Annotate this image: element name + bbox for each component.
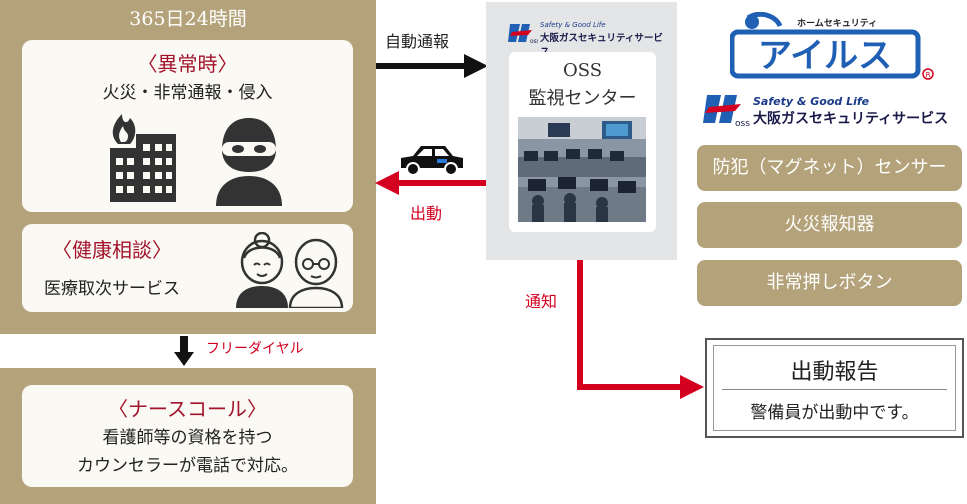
feature-emergency-button: 非常押しボタン [697,260,962,306]
nurse-call-card: 〈ナースコール〉 看護師等の資格を持つ カウンセラーが電話で対応。 [22,385,353,487]
right-brand-name: 大阪ガスセキュリティサービス [753,111,949,127]
notify-label: 通知 [525,292,558,311]
emergency-heading: 〈異常時〉 [137,52,238,76]
free-dial-label: フリーダイヤル [206,341,304,357]
health-card: 〈健康相談〉 医療取次サービス [22,224,353,312]
illus-logo-icon: アイルス R [730,12,934,80]
dispatch-report-inner [713,345,956,431]
nurse-heading: 〈ナースコール〉 [108,397,267,421]
dispatch-arrow-icon [375,171,489,195]
dispatch-label: 出動 [410,204,443,223]
fire-building-icon [110,114,176,202]
intruder-icon [216,118,282,206]
illus-logo-text: アイルス [758,36,892,76]
elderly-couple-icon [236,232,344,308]
report-divider [722,389,947,390]
down-arrow-icon [174,336,194,366]
right-brand-tagline: Safety & Good Life [753,95,870,108]
oss-logo-icon: oss [508,24,538,44]
nurse-line-1: 看護師等の資格を持つ [102,428,273,448]
patrol-car-icon [401,146,463,176]
feature-fire-alarm: 火災報知器 [697,202,962,248]
report-title: 出動報告 [790,360,879,385]
right-brand: oss Safety & Good Life 大阪ガスセキュリティサービス [703,93,958,127]
health-service: 医療取次サービス [44,279,180,299]
health-heading: 〈健康相談〉 [52,238,172,262]
svg-text:oss: oss [530,38,538,44]
center-title-line-1: OSS [562,60,603,81]
report-message: 警備員が出動中です。 [750,403,919,423]
center-brand: oss Safety & Good Life 大阪ガスセキュリティサービス [508,21,668,58]
notify-arrow-icon [577,260,704,399]
svg-text:R: R [926,71,931,79]
feature-magnet-sensor: 防犯（マグネット）センサー [697,145,962,191]
auto-report-arrow-icon [376,54,488,78]
auto-report-label: 自動通報 [385,32,450,51]
center-title-line-2: 監視センター [528,88,637,109]
nurse-line-2: カウンセラーが電話で対応。 [77,456,298,476]
emergency-card: 〈異常時〉 火災・非常通報・侵入 [22,40,353,212]
monitoring-room-photo [518,117,646,222]
center-brand-tagline: Safety & Good Life [540,21,606,29]
emergency-items: 火災・非常通報・侵入 [102,83,273,103]
panel-title: 365日24時間 [129,8,247,30]
illus-logo-tagline: ホームセキュリティ [797,19,878,29]
svg-text:oss: oss [735,119,750,127]
oss-logo-icon: oss [703,95,750,127]
